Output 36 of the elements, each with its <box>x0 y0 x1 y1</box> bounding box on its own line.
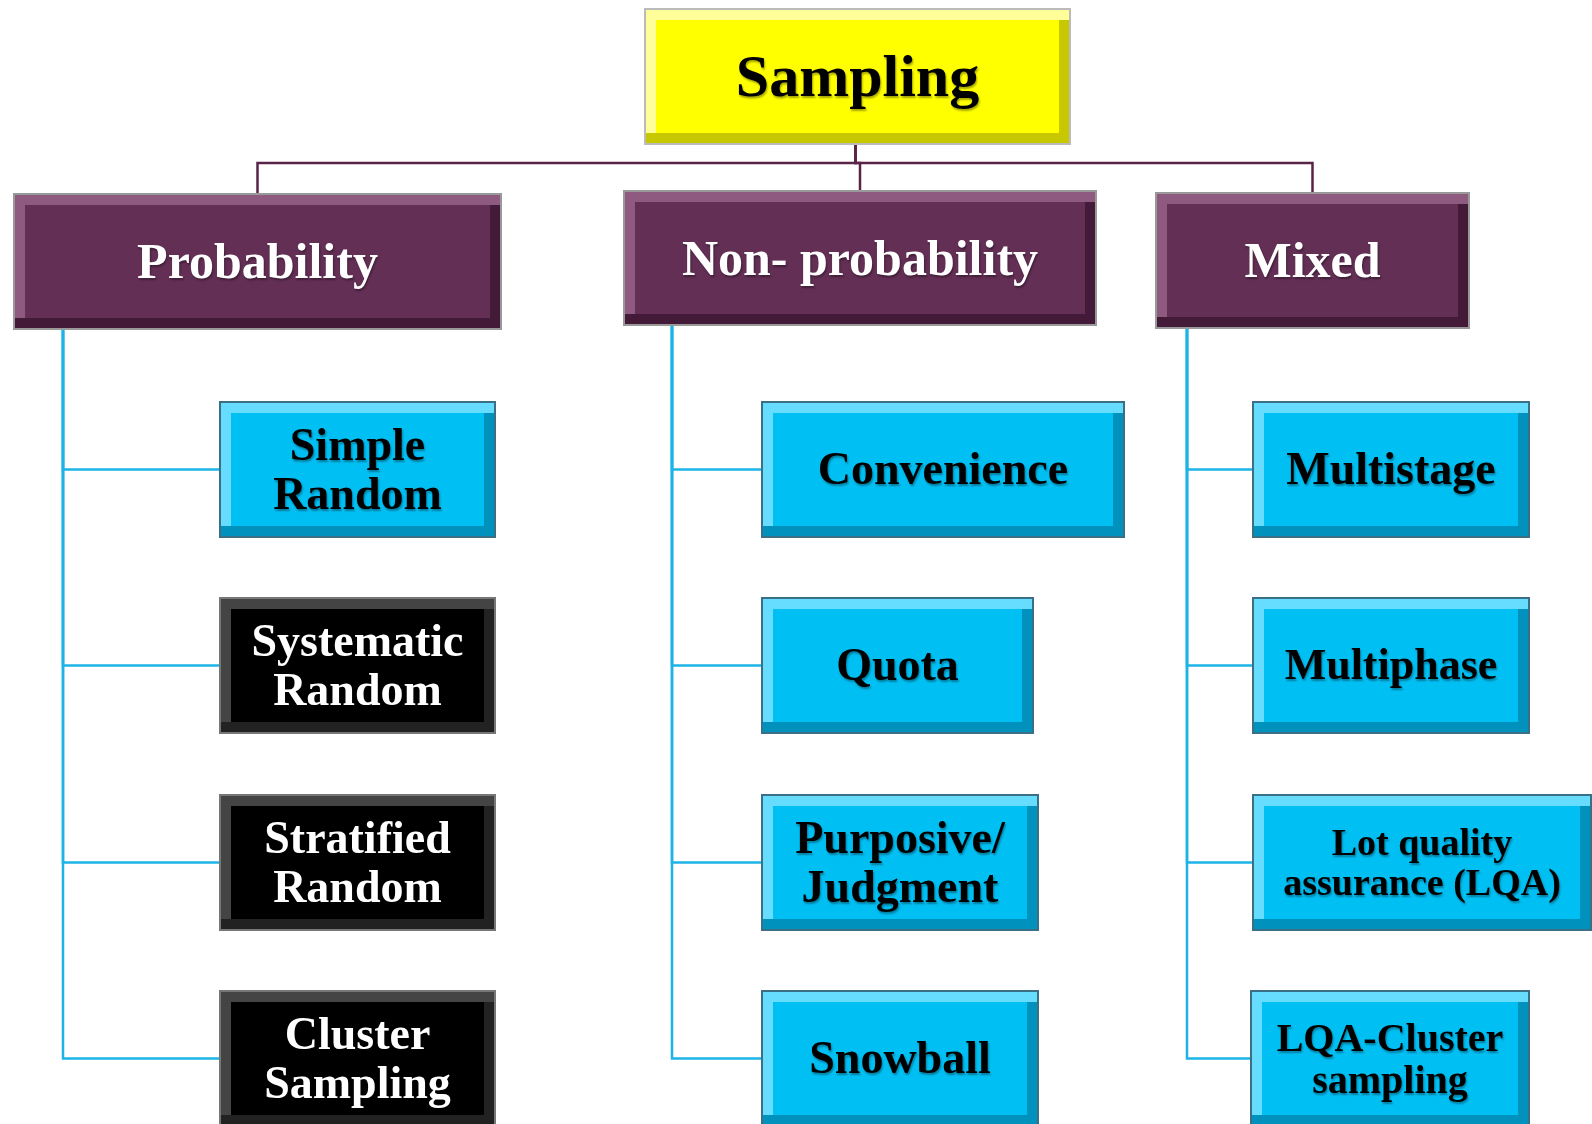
node-label: Lot quality assurance (LQA) <box>1282 822 1562 903</box>
node-label: LQA-Cluster sampling <box>1275 1016 1505 1101</box>
node-label: Systematic Random <box>250 617 465 714</box>
method-box <box>761 794 1039 931</box>
method-box <box>761 990 1039 1124</box>
connector-line <box>854 145 1314 192</box>
category-box <box>13 193 502 330</box>
category-box <box>623 190 1097 326</box>
connector-line <box>61 330 219 1060</box>
method-box <box>219 401 496 538</box>
connector-line <box>670 326 761 1060</box>
method-box <box>1252 597 1530 734</box>
node-label: Purposive/ Judgment <box>794 814 1006 911</box>
method-box <box>1250 990 1530 1124</box>
method-box <box>219 597 496 734</box>
node-label: Simple Random <box>272 421 443 518</box>
node-label: Multistage <box>1286 445 1496 494</box>
node-label: Cluster Sampling <box>263 1010 452 1107</box>
connector-line <box>1185 329 1250 1060</box>
method-box <box>219 794 496 931</box>
node-label: Multiphase <box>1284 642 1498 689</box>
node-label: Quota <box>836 641 959 690</box>
root-box <box>644 8 1071 145</box>
method-box <box>1252 401 1530 538</box>
node-label: Convenience <box>817 445 1069 494</box>
node-label: Snowball <box>809 1034 991 1083</box>
method-box <box>761 401 1125 538</box>
method-box <box>219 990 496 1124</box>
method-box <box>1252 794 1592 931</box>
node-label: Mixed <box>1244 234 1381 287</box>
node-label: Stratified Random <box>263 814 452 911</box>
node-label: Probability <box>137 235 378 288</box>
node-label: Non- probability <box>681 231 1039 285</box>
category-box <box>1155 192 1470 329</box>
method-box <box>761 597 1034 734</box>
node-label: Sampling <box>735 45 980 108</box>
